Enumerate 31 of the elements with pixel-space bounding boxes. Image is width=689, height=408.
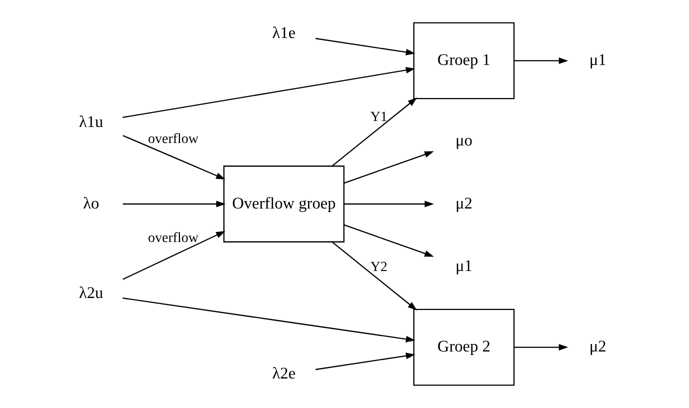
arrow	[344, 224, 434, 257]
node-text: μ2	[455, 193, 472, 212]
arrow	[344, 200, 434, 208]
node-box: Groep 2	[413, 308, 515, 386]
arrow	[122, 135, 226, 180]
arrow	[344, 151, 434, 184]
arrow	[122, 298, 416, 342]
node-text: λo	[83, 193, 100, 212]
node-text: λ2e	[272, 363, 296, 382]
node-text: μ1	[455, 256, 472, 276]
node-text: λ1u	[79, 112, 104, 131]
edge-label: overflow	[148, 230, 198, 246]
arrow	[514, 57, 568, 64]
arrow	[316, 38, 416, 56]
arrow	[332, 98, 418, 166]
edge-label: Y2	[370, 260, 388, 276]
arrow	[122, 231, 226, 280]
node-box: Groep 1	[413, 22, 515, 100]
node-text: λ2u	[79, 283, 104, 302]
edge-label: Y1	[370, 110, 388, 125]
node-text: μ2	[589, 336, 606, 356]
arrow	[514, 344, 568, 351]
arrow	[122, 200, 226, 208]
node-box: Overflow groep	[223, 166, 344, 242]
arrow	[122, 66, 416, 118]
node-text: μo	[455, 130, 472, 150]
arrow	[332, 242, 418, 310]
node-text: λ1e	[272, 23, 296, 42]
edge-label: overflow	[148, 132, 198, 147]
arrow	[316, 352, 416, 370]
node-text: μ1	[589, 50, 606, 70]
